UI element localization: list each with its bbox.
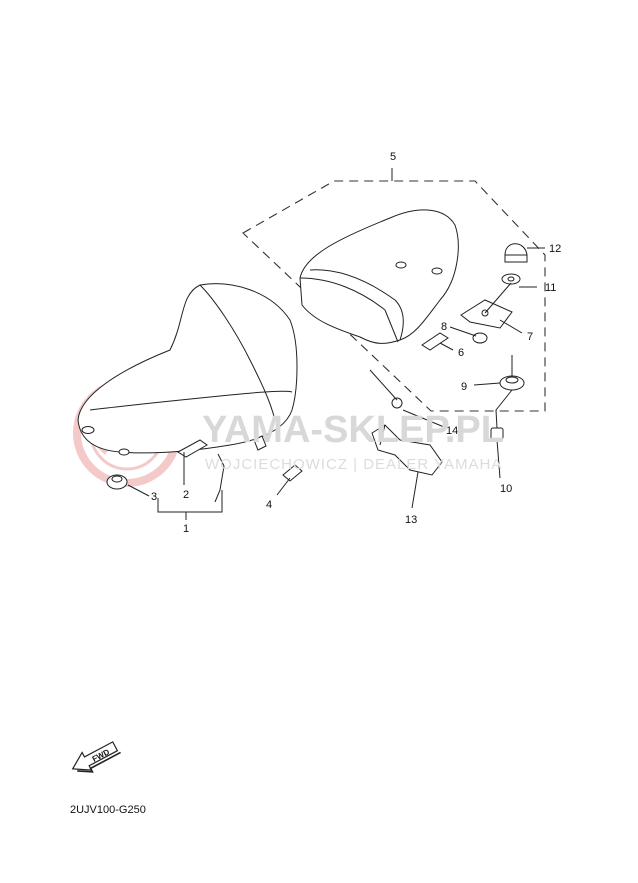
callout-labels: 5 2 3 1 4 6 7 8 9 10 11 12 13 14 bbox=[151, 151, 561, 535]
bracket-6 bbox=[421, 332, 449, 351]
bracket-7 bbox=[460, 299, 513, 329]
callout-3: 3 bbox=[151, 491, 157, 503]
callout-8: 8 bbox=[441, 321, 447, 333]
callout-1: 1 bbox=[183, 523, 189, 535]
callout-2: 2 bbox=[183, 489, 189, 501]
grommet-9 bbox=[499, 375, 525, 391]
watermark-main-text: YAMA-SKLEP.PL bbox=[202, 409, 504, 451]
callout-13: 13 bbox=[405, 514, 417, 526]
washer-11 bbox=[501, 273, 521, 285]
seat-lock-13 bbox=[371, 424, 443, 476]
diagram-code: 2UJV100-G250 bbox=[70, 804, 146, 816]
damper-8 bbox=[472, 332, 488, 344]
callout-6: 6 bbox=[458, 347, 464, 359]
callout-10: 10 bbox=[500, 483, 512, 495]
callout-14: 14 bbox=[446, 425, 458, 437]
callout-7: 7 bbox=[527, 331, 533, 343]
cap-nut-12 bbox=[504, 243, 528, 263]
callout-4: 4 bbox=[266, 499, 272, 511]
main-seat bbox=[77, 283, 298, 503]
callout-9: 9 bbox=[461, 381, 467, 393]
callout-11: 11 bbox=[545, 282, 556, 294]
leader-lines bbox=[127, 168, 545, 520]
watermark-sub-text: WOJCIECHOWICZ | DEALER YAMAHA bbox=[205, 456, 502, 473]
callout-12: 12 bbox=[549, 243, 561, 255]
rivet-14 bbox=[391, 397, 403, 409]
bolt-4 bbox=[253, 435, 303, 482]
nut-3 bbox=[106, 474, 128, 490]
callout-5: 5 bbox=[390, 151, 396, 163]
rear-seat-assembly-outline bbox=[242, 180, 546, 412]
fwd-arrow-icon: FWD bbox=[71, 741, 121, 773]
rear-seat bbox=[299, 209, 459, 344]
